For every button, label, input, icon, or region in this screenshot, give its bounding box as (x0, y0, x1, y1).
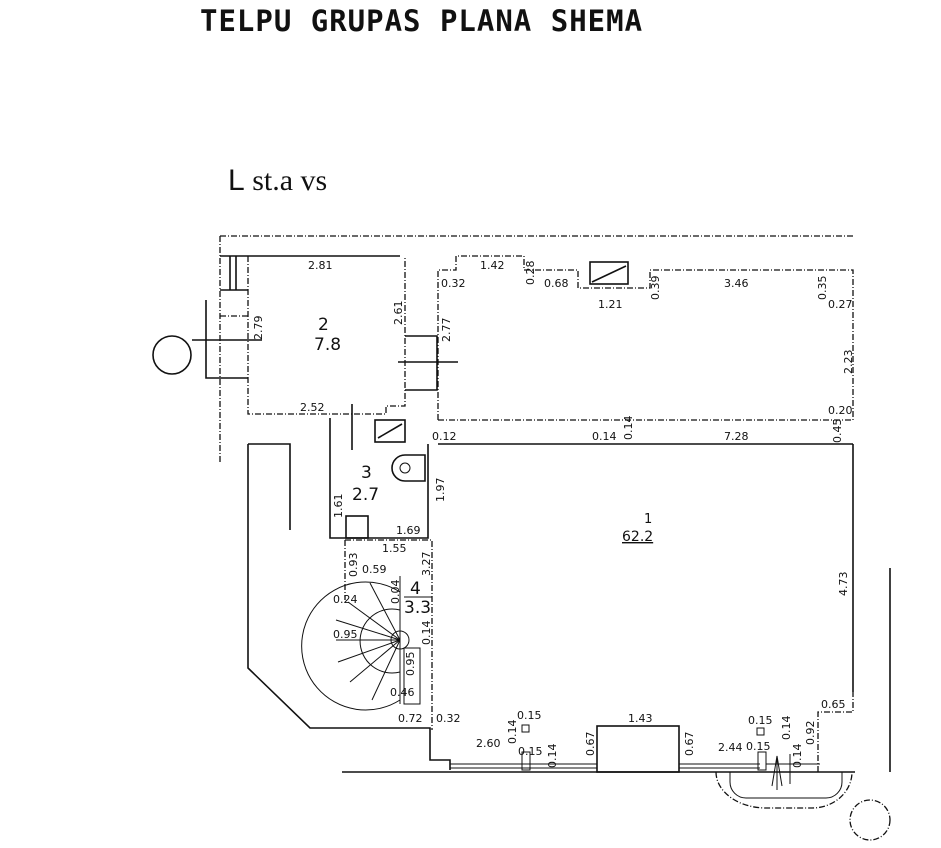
room-3-dimensions: 1.61 1.69 1.97 (332, 478, 447, 538)
dim-label: 0.15 (517, 709, 542, 722)
dim-label: 0.65 (821, 698, 846, 711)
room-4-number: 4 (410, 579, 421, 599)
dim-label: 0.45 (831, 419, 844, 444)
dim-label: 3.46 (724, 277, 749, 290)
dim-label: 0.93 (347, 553, 360, 578)
dim-label: 0.72 (398, 712, 423, 725)
room-2-number: 2 (318, 315, 329, 335)
dim-label: 0.04 (389, 580, 402, 605)
dim-label: 0.12 (432, 430, 457, 443)
room-2-dimensions: 2.81 2.79 2.61 2.52 2.77 (252, 259, 453, 414)
dim-label: 1.55 (382, 542, 407, 555)
room-4-area: 3.3 (404, 598, 431, 618)
room-1-number: 1 (644, 512, 652, 527)
dim-label: 0.67 (683, 732, 696, 757)
dim-label: 1.97 (434, 478, 447, 503)
dim-label: 1.69 (396, 524, 421, 537)
dim-label: 0.35 (816, 276, 829, 301)
dim-label: 0.15 (746, 740, 771, 753)
dim-label: 7.28 (724, 430, 749, 443)
room-3-number: 3 (361, 463, 372, 483)
dim-label: 1.21 (598, 298, 623, 311)
room-4-dimensions: 1.55 0.93 3.27 0.59 0.04 0.24 0.95 0.14 … (333, 542, 461, 725)
dim-label: 2.23 (842, 350, 855, 375)
dim-label: 0.32 (436, 712, 461, 725)
floor-label-rest: st.a vs (252, 164, 328, 197)
floor-label: L st.a vs (228, 164, 327, 198)
floor-letter: L (228, 164, 245, 197)
dim-label: 2.61 (392, 301, 405, 326)
dim-label: 0.59 (362, 563, 387, 576)
dim-label: 1.61 (332, 494, 345, 519)
dim-label: 0.46 (390, 686, 415, 699)
dim-label: 0.14 (622, 416, 635, 441)
dim-label: 0.15 (748, 714, 773, 727)
dim-label: 0.14 (546, 744, 559, 769)
dim-label: 0.24 (333, 593, 358, 606)
dim-label: 0.95 (333, 628, 358, 641)
dim-label: 0.67 (584, 732, 597, 757)
room-1-dimensions: 0.32 1.42 0.28 0.68 1.21 0.39 3.46 0.35 … (432, 259, 855, 711)
dim-label: 2.60 (476, 737, 501, 750)
walls (192, 235, 891, 809)
dim-label: 4.73 (837, 572, 850, 597)
dim-label: 2.79 (252, 316, 265, 341)
room-3-area: 2.7 (352, 485, 379, 505)
room-1-area: 62.2 (622, 529, 653, 545)
dim-label: 0.27 (828, 298, 853, 311)
dim-label: 0.14 (420, 621, 433, 646)
dim-label: 0.14 (506, 720, 519, 745)
dim-label: 0.39 (649, 276, 662, 301)
dim-label: 2.44 (718, 741, 743, 754)
bottom-wall-dimensions: 0.15 0.14 2.60 0.15 0.14 0.67 1.43 0.67 … (476, 709, 817, 768)
plan-title: TELPU GRUPAS PLANA SHEMA (200, 4, 644, 38)
dim-label: 0.14 (791, 744, 804, 769)
dim-label: 0.20 (828, 404, 853, 417)
axis-marker-right (849, 799, 891, 841)
dim-label: 0.14 (780, 716, 793, 741)
axis-marker-left (152, 335, 192, 375)
dim-label: 0.95 (404, 652, 417, 677)
dim-label: 0.15 (518, 745, 543, 758)
dim-label: 0.92 (804, 721, 817, 746)
dim-label: 0.28 (524, 261, 537, 286)
dim-label: 0.68 (544, 277, 569, 290)
room-2-area: 7.8 (314, 335, 341, 355)
dim-label: 2.81 (308, 259, 333, 272)
dim-label: 2.52 (300, 401, 325, 414)
dim-label: 0.14 (592, 430, 617, 443)
dim-label: 1.43 (628, 712, 653, 725)
dim-label: 3.27 (420, 552, 433, 577)
dim-label: 1.42 (480, 259, 505, 272)
dim-label: 0.32 (441, 277, 466, 290)
dim-label: 2.77 (440, 318, 453, 343)
